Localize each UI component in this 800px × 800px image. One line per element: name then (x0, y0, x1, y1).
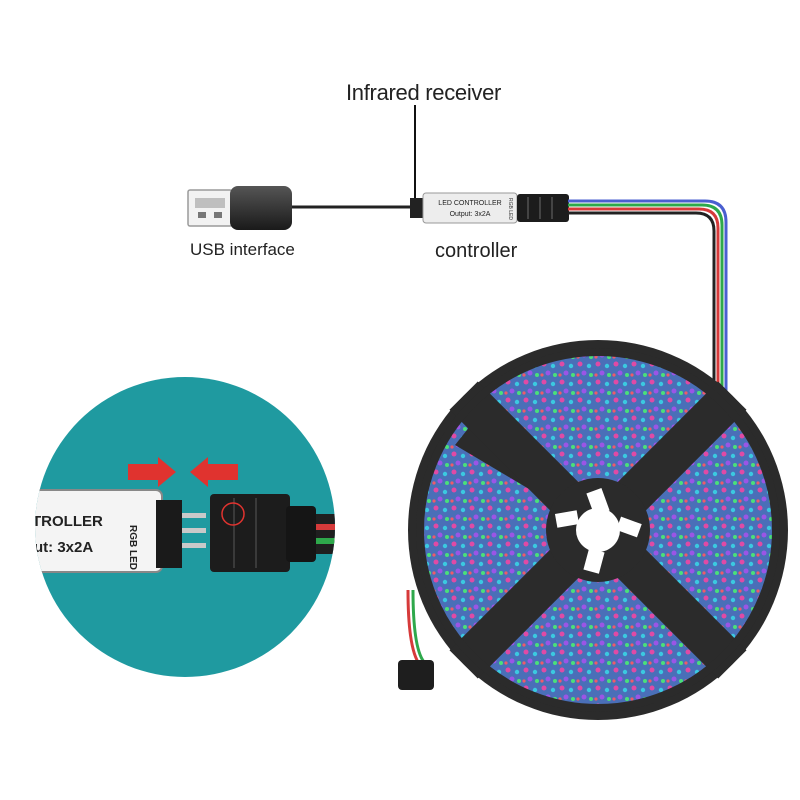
inset-text-2: ut: 3x2A (34, 539, 93, 556)
inset-side-text: RGB LED (127, 525, 138, 570)
usb-plug-icon (187, 186, 292, 230)
led-reel (408, 340, 788, 720)
controller-label: controller (435, 240, 518, 262)
dc-connector (398, 589, 434, 690)
rgb-wire (568, 199, 728, 420)
usb-interface-label: USB interface (190, 240, 295, 259)
controller-text-1: LED CONTROLLER (438, 200, 501, 207)
controller-box: LED CONTROLLER Output: 3x2A (410, 192, 569, 224)
inset-text-1: TROLLER (32, 513, 103, 530)
reel-hub (554, 487, 642, 574)
infrared-receiver-label: Infrared receiver (346, 80, 502, 105)
controller-text-2: Output: 3x2A (450, 211, 491, 218)
zoom-inset: TROLLER ut: 3x2A RGB LED (32, 377, 335, 677)
insert-arrows-icon (128, 457, 238, 487)
